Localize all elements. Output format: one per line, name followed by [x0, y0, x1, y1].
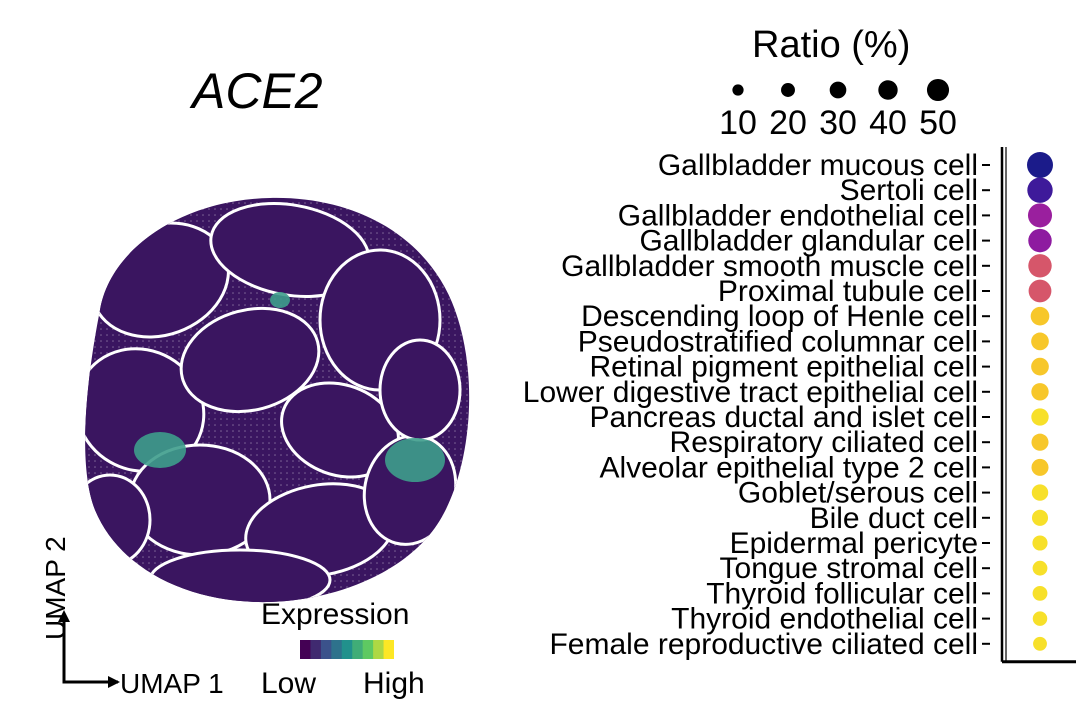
ratio-dot [1031, 433, 1049, 451]
cell-type-label: Retinal pigment epithelial cell [589, 351, 978, 384]
umap-high-expression-cluster [270, 292, 290, 308]
ratio-dot [1033, 636, 1047, 651]
expression-colorbar [300, 640, 394, 659]
size-legend-dot [926, 78, 950, 102]
ratio-size-legend: 10 20 30 40 50 [719, 78, 957, 142]
umap1-axis-label: UMAP 1 [120, 668, 224, 699]
umap-high-expression-cluster [134, 432, 186, 468]
ratio-dot [1031, 484, 1049, 501]
colorbar-segment [341, 640, 353, 659]
ratio-dot [1031, 357, 1049, 376]
ratio-dot [1031, 458, 1049, 476]
ratio-dot [1032, 586, 1048, 601]
expression-legend-low: Low [261, 667, 317, 700]
cell-type-label: Thyroid follicular cell [706, 577, 978, 610]
gene-title: ACE2 [192, 63, 323, 119]
ratio-dot [1027, 203, 1053, 228]
ratio-dot [1031, 408, 1049, 426]
cell-type-label: Gallbladder mucous cell [658, 149, 978, 182]
ratio-dot [1028, 279, 1052, 303]
umap-plot [40, 190, 480, 610]
expression-legend-high: High [363, 667, 425, 700]
ratio-dot [1028, 228, 1052, 253]
cell-type-label: Gallbladder smooth muscle cell [561, 250, 978, 283]
ratio-dot [1032, 535, 1048, 551]
cell-type-label: Bile duct cell [810, 502, 978, 535]
dot-plot-dots [1027, 152, 1053, 651]
cell-type-label: Respiratory ciliated cell [670, 426, 978, 459]
ratio-dot [1032, 611, 1048, 626]
size-legend-dot [878, 80, 898, 100]
umap-high-expression-cluster [385, 438, 445, 482]
umap-cell-clusters [85, 197, 470, 603]
ratio-dot [1031, 509, 1049, 526]
size-legend-label: 50 [919, 104, 957, 142]
colorbar-segment [362, 640, 374, 659]
colorbar-segment [352, 640, 364, 659]
ratio-dot [1032, 560, 1048, 576]
size-legend-label: 40 [869, 104, 907, 142]
colorbar-segment [383, 640, 394, 659]
colorbar-segment [331, 640, 343, 659]
size-legend-label: 30 [819, 104, 857, 142]
cell-type-label: Goblet/serous cell [738, 477, 978, 510]
cell-type-label: Epidermal pericyte [730, 527, 978, 560]
cell-type-label: Tongue stromal cell [720, 552, 978, 585]
cell-type-label: Gallbladder glandular cell [639, 225, 978, 258]
ratio-legend-title: Ratio (%) [752, 24, 911, 66]
cell-type-label: Pancreas ductal and islet cell [589, 401, 978, 434]
size-legend-dot [829, 81, 847, 99]
expression-legend-title: Expression [261, 598, 410, 631]
ratio-dot [1031, 332, 1049, 351]
cell-type-label: Gallbladder endothelial cell [618, 199, 978, 232]
dot-plot-axes [982, 147, 1076, 664]
umap-cluster [179, 306, 321, 414]
cell-type-label: Lower digestive tract epithelial cell [523, 376, 978, 409]
colorbar-segment [373, 640, 385, 659]
umap-cluster [378, 338, 462, 442]
cell-type-label: Sertoli cell [840, 174, 978, 207]
size-legend-dot [781, 83, 795, 97]
colorbar-segment [320, 640, 332, 659]
ratio-dot [1028, 254, 1052, 278]
cell-type-label: Female reproductive ciliated cell [549, 628, 978, 661]
umap-axis-arrows [58, 610, 120, 688]
size-legend-label: 20 [769, 104, 807, 142]
size-legend-dot [732, 84, 744, 96]
cell-type-label: Pseudostratified columnar cell [578, 325, 978, 358]
ratio-dot [1030, 306, 1050, 326]
umap-scatter [85, 197, 470, 603]
umap-cluster [85, 473, 152, 567]
cell-type-label: Proximal tubule cell [718, 275, 978, 308]
colorbar-segment [300, 640, 311, 659]
colorbar-segment [310, 640, 322, 659]
ratio-dot [1027, 177, 1053, 203]
ratio-dot [1027, 152, 1053, 178]
ratio-dot [1031, 383, 1049, 401]
umap2-axis-label: UMAP 2 [40, 536, 71, 640]
cell-type-label: Thyroid endothelial cell [671, 603, 978, 636]
dot-plot: 10 20 30 40 50 Gallbladder mucous cellSertol… [523, 78, 1076, 664]
cell-type-label: Alveolar epithelial type 2 cell [599, 451, 978, 484]
cell-type-label: Descending loop of Henle cell [581, 300, 978, 333]
size-legend-label: 10 [719, 104, 757, 142]
